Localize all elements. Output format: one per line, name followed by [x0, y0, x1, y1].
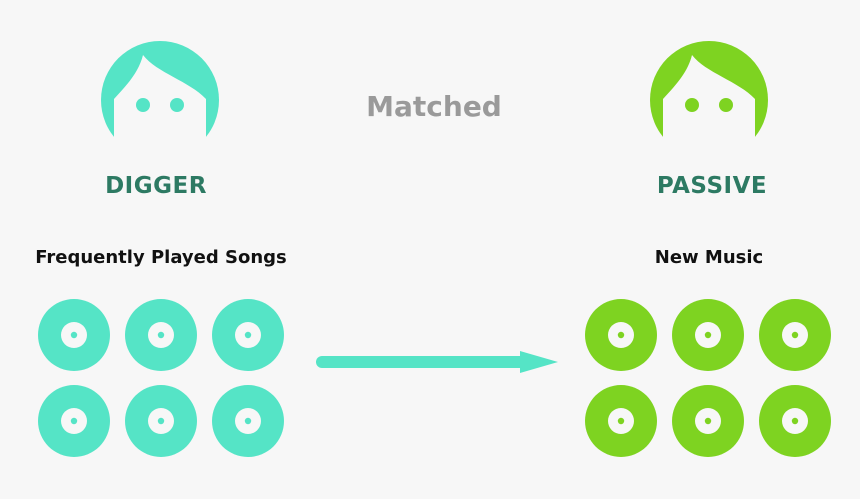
digger-label: DIGGER: [105, 173, 207, 199]
vinyl-record-icon: [759, 385, 831, 457]
vinyl-record-icon: [125, 299, 197, 371]
arrow-right-icon: [314, 350, 562, 374]
passive-face-icon: [650, 41, 768, 159]
vinyl-record-icon: [38, 299, 110, 371]
frequently-played-songs-label: Frequently Played Songs: [35, 247, 287, 268]
digger-face-icon: [101, 41, 219, 159]
passive-label: PASSIVE: [656, 173, 768, 199]
vinyl-record-icon: [212, 299, 284, 371]
vinyl-record-icon: [212, 385, 284, 457]
vinyl-record-icon: [585, 299, 657, 371]
vinyl-record-icon: [759, 299, 831, 371]
vinyl-record-icon: [125, 385, 197, 457]
vinyl-record-icon: [672, 299, 744, 371]
vinyl-record-icon: [585, 385, 657, 457]
matched-title: Matched: [366, 90, 502, 123]
vinyl-record-icon: [38, 385, 110, 457]
new-music-label: New Music: [654, 247, 764, 268]
vinyl-record-icon: [672, 385, 744, 457]
